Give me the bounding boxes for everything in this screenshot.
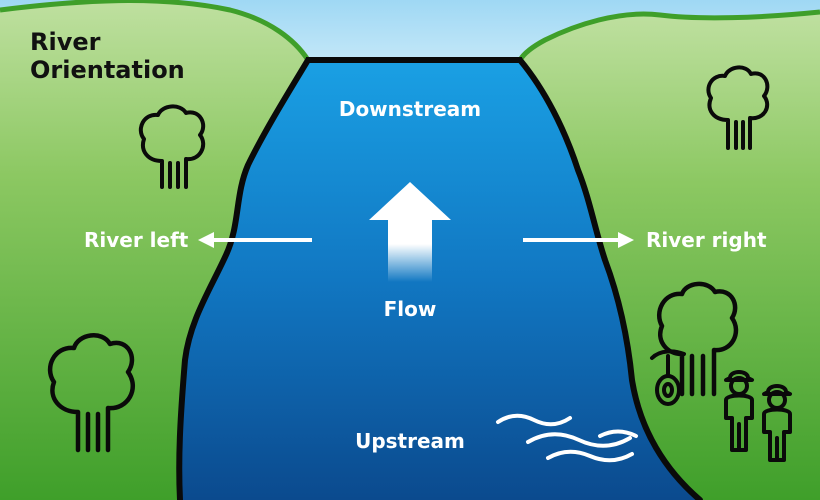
label-upstream: Upstream [355,429,465,453]
title-line-2: Orientation [30,56,185,84]
diagram-title: River Orientation [30,28,185,84]
tire-swing-icon [650,349,686,406]
waves-icon [496,413,638,463]
arrow-left-icon [198,232,312,248]
person-icon [724,370,754,452]
person-icon [762,384,792,462]
river-water [179,60,701,500]
flow-arrow-icon [369,182,451,282]
tree-icon [656,281,739,397]
left-shoreline [176,57,311,500]
left-bank [0,0,308,500]
label-river-left: River left [84,228,189,252]
tree-icon [706,65,770,150]
label-river-right: River right [646,228,767,252]
label-downstream: Downstream [339,97,481,121]
title-line-1: River [30,28,101,56]
label-flow: Flow [384,297,437,321]
tree-icon [47,333,135,453]
arrow-right-icon [523,232,634,248]
right-shoreline [517,57,703,500]
tree-icon [138,104,206,189]
